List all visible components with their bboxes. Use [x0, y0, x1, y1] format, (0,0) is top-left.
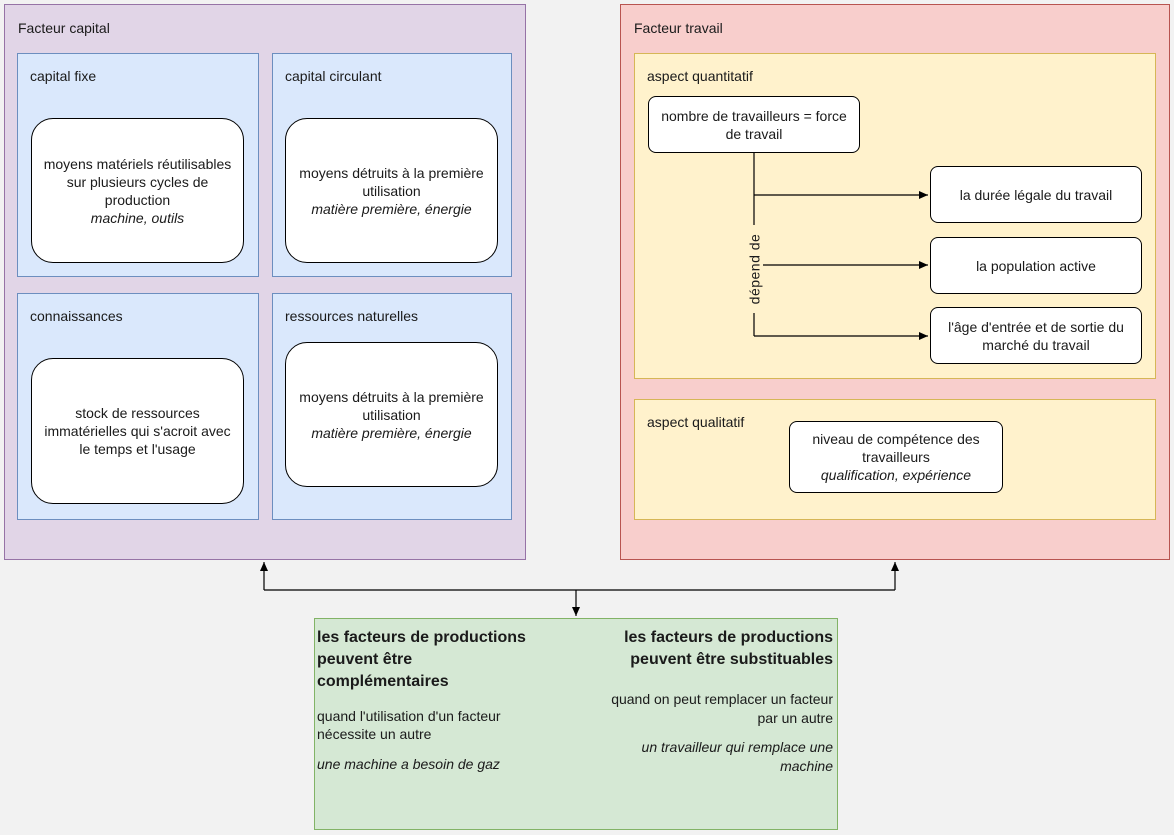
age-text: l'âge d'entrée et de sortie du marché du… [948, 318, 1124, 353]
relation-box: les facteurs de productions peuvent être… [314, 618, 838, 830]
competence-text: niveau de compétence des travailleurs [812, 431, 980, 465]
age-box: l'âge d'entrée et de sortie du marché du… [930, 307, 1142, 364]
population-text: la population active [976, 257, 1096, 274]
connaissances-box: stock de ressources immatérielles qui s'… [31, 358, 244, 504]
substitutable-title: les facteurs de productions peuvent être… [624, 629, 833, 668]
depend-de-label: dépend de [745, 225, 763, 313]
competence-box: niveau de compétence des travailleurs qu… [789, 421, 1003, 493]
capital-fixe-box: moyens matériels réutilisables sur plusi… [31, 118, 244, 263]
substitutable-example: un travailleur qui remplace une machine [641, 739, 833, 774]
connaissances-text: stock de ressources immatérielles qui s'… [44, 405, 231, 457]
workers-count-text: nombre de travailleurs = force de travai… [661, 107, 847, 142]
substitutable-column: les facteurs de productions peuvent être… [605, 627, 833, 776]
capital-circulant-example: matière première, énergie [311, 200, 472, 217]
capital-circulant-title: capital circulant [285, 68, 382, 84]
complementary-example: une machine a besoin de gaz [317, 756, 500, 772]
competence-example: qualification, expérience [820, 467, 972, 483]
ressources-text: moyens détruits à la première utilisatio… [299, 388, 484, 423]
capital-title: Facteur capital [18, 20, 110, 36]
complementary-title: les facteurs de productions peuvent être… [317, 629, 526, 690]
duree-text: la durée légale du travail [959, 186, 1113, 203]
capital-circulant-box: moyens détruits à la première utilisatio… [285, 118, 498, 263]
capital-fixe-title: capital fixe [30, 68, 97, 84]
capital-fixe-text: moyens matériels réutilisables sur plusi… [43, 155, 232, 208]
capital-fixe-example: machine, outils [90, 209, 185, 226]
ressources-box: moyens détruits à la première utilisatio… [285, 342, 498, 487]
complementary-column: les facteurs de productions peuvent être… [317, 627, 532, 773]
ressources-title: ressources naturelles [285, 308, 419, 324]
travail-title: Facteur travail [634, 20, 723, 36]
ressources-example: matière première, énergie [311, 424, 472, 441]
workers-count-box: nombre de travailleurs = force de travai… [648, 96, 860, 153]
qualitatif-title: aspect qualitatif [647, 414, 745, 430]
population-box: la population active [930, 237, 1142, 294]
connaissances-title: connaissances [30, 308, 123, 324]
substitutable-text: quand on peut remplacer un facteur par u… [611, 691, 833, 726]
depend-de-text: dépend de [746, 233, 762, 305]
complementary-text: quand l'utilisation d'un facteur nécessi… [317, 708, 501, 742]
capital-circulant-text: moyens détruits à la première utilisatio… [299, 164, 484, 199]
quantitatif-title: aspect quantitatif [647, 68, 753, 84]
duree-box: la durée légale du travail [930, 166, 1142, 223]
